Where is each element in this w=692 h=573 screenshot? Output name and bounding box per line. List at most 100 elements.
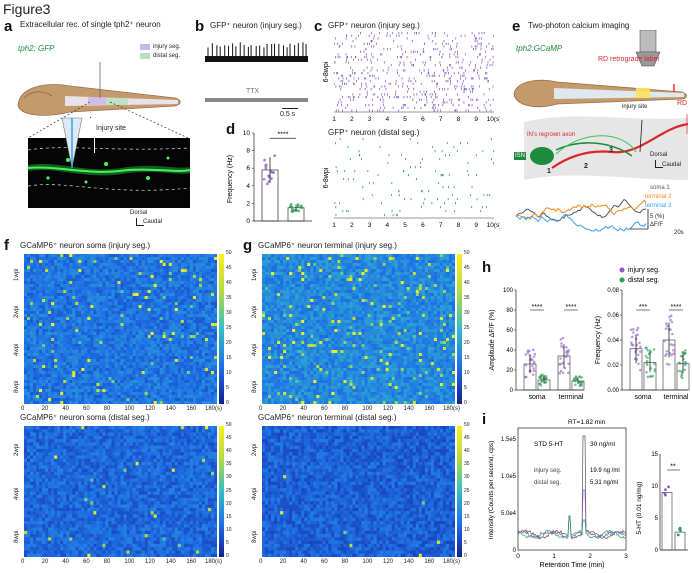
- heat-cell: [192, 468, 197, 473]
- heat-cell: [90, 332, 94, 336]
- heat-cell: [81, 426, 85, 430]
- heat-cell: [27, 338, 31, 342]
- heat-cell: [210, 365, 215, 369]
- heat-cell: [90, 329, 94, 333]
- heat-cell: [54, 465, 58, 469]
- heat-cell: [39, 435, 43, 440]
- heat-cell: [90, 398, 94, 402]
- heat-cell: [75, 365, 79, 369]
- heat-cell: [24, 377, 28, 381]
- heat-cell: [114, 380, 118, 384]
- heat-cell: [168, 356, 173, 360]
- heat-cell: [177, 452, 182, 456]
- heat-cell: [114, 362, 118, 366]
- heat-cell: [138, 257, 142, 261]
- heat-cell: [162, 287, 167, 291]
- heat-cell: [45, 432, 49, 437]
- heat-cell: [117, 335, 121, 339]
- heat-cell: [45, 365, 49, 369]
- heat-cell: [150, 353, 154, 357]
- heat-cell: [66, 314, 70, 318]
- heat-cell: [93, 398, 97, 402]
- heat-cell: [174, 263, 179, 267]
- heat-cell: [54, 368, 58, 372]
- heat-cell: [99, 278, 103, 282]
- heat-cell: [198, 429, 203, 433]
- heat-cell: [180, 341, 185, 345]
- raster-tick: 7: [439, 116, 443, 123]
- heat-cell: [36, 284, 40, 288]
- heat-cell: [39, 344, 43, 348]
- heat-cell: [33, 429, 37, 433]
- heat-cell: [189, 302, 194, 306]
- legend-soma1: soma 1: [650, 185, 670, 191]
- heat-cell: [117, 374, 121, 378]
- heat-cell: [75, 320, 79, 324]
- heat-cell: [147, 299, 151, 303]
- heat-cell: [147, 365, 151, 369]
- heat-cell: [51, 359, 55, 363]
- heat-cell: [54, 341, 58, 345]
- heat-cell: [186, 365, 191, 369]
- heat-cell: [117, 281, 121, 285]
- heat-cell: [171, 314, 176, 318]
- heat-cell: [33, 435, 37, 440]
- heat-cell: [165, 293, 170, 297]
- heat-cell: [177, 254, 182, 258]
- heat-cell: [135, 311, 139, 315]
- heat-cell: [63, 389, 67, 393]
- heat-cell: [87, 392, 91, 396]
- heat-cell: [192, 257, 197, 261]
- heat-cell: [117, 439, 121, 443]
- heat-cell: [123, 452, 127, 456]
- heat-cell: [147, 266, 151, 270]
- heat-cell: [144, 356, 148, 360]
- heat-cell: [144, 455, 148, 460]
- heat-cell: [207, 257, 212, 261]
- heat-cell: [150, 380, 154, 384]
- heat-cell: [57, 323, 61, 327]
- heat-cell: [48, 471, 52, 476]
- heat-cell: [69, 432, 73, 437]
- heat-cell: [156, 341, 161, 345]
- heat-cell: [168, 257, 173, 261]
- heat-cell: [66, 332, 70, 336]
- heat-cell: [129, 401, 133, 404]
- heat-cell: [213, 341, 217, 345]
- heat-cell: [168, 350, 173, 354]
- heat-cell: [30, 374, 34, 378]
- heat-cell: [207, 287, 212, 291]
- heat-cell: [210, 287, 215, 291]
- heat-cell: [198, 353, 203, 357]
- heat-cell: [132, 435, 136, 440]
- heat-cell: [150, 296, 154, 300]
- heat-cell: [27, 299, 31, 303]
- heat-cell: [24, 386, 28, 390]
- heat-cell: [24, 332, 28, 336]
- heat-cell: [159, 380, 164, 384]
- heat-cell: [207, 439, 212, 443]
- heat-cell: [120, 353, 124, 357]
- heat-cell: [192, 392, 197, 396]
- heat-cell: [153, 442, 157, 446]
- heat-cell: [120, 323, 124, 327]
- heat-cell: [93, 284, 97, 288]
- heat-cell: [201, 272, 206, 276]
- heat-cell: [60, 429, 64, 433]
- heat-cell: [174, 326, 179, 330]
- heat-cell: [36, 374, 40, 378]
- heat-cell: [165, 266, 170, 270]
- heat-cell: [75, 429, 79, 433]
- heat-cell: [69, 257, 73, 261]
- heat-cell: [204, 392, 209, 396]
- heat-cell: [132, 398, 136, 402]
- heat-cell: [159, 311, 164, 315]
- heat-cell: [186, 326, 191, 330]
- heat-cell: [198, 335, 203, 339]
- heat-cell: [144, 368, 148, 372]
- heat-cell: [39, 347, 43, 351]
- heat-cell: [108, 314, 112, 318]
- heat-cell: [51, 365, 55, 369]
- heat-cell: [150, 389, 154, 393]
- heat-cell: [93, 380, 97, 384]
